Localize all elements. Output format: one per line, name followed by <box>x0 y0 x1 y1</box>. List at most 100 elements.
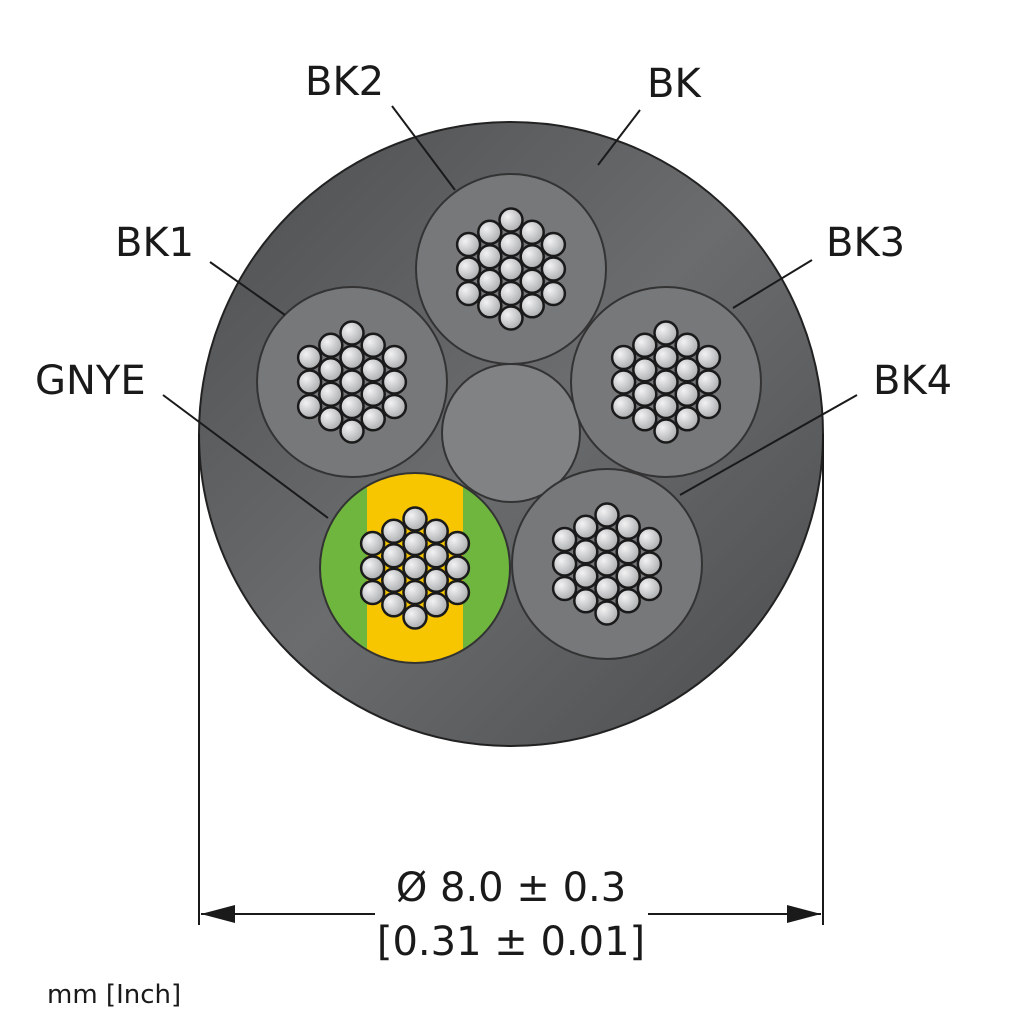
strand <box>610 344 637 371</box>
strand <box>318 406 344 432</box>
strand <box>573 563 599 590</box>
strand <box>498 256 524 282</box>
strand-bundle-bk1 <box>296 320 408 444</box>
strand <box>339 320 365 346</box>
label-bk2: BK2 <box>305 59 384 105</box>
strand <box>540 256 567 282</box>
strand-bundle-bk3 <box>610 320 722 444</box>
strand <box>402 579 428 606</box>
strand-bundle-bk4 <box>551 502 663 626</box>
leader-bk1 <box>209 261 286 316</box>
leader-bk4 <box>679 394 858 496</box>
strand <box>674 332 700 359</box>
strand <box>359 530 386 557</box>
strand <box>615 514 641 541</box>
leader-bk <box>597 109 641 166</box>
strand <box>455 231 482 258</box>
strand <box>610 369 637 395</box>
strand <box>594 600 620 626</box>
strand <box>318 332 344 359</box>
strand <box>519 244 545 270</box>
strand <box>519 293 545 319</box>
strand <box>594 502 620 528</box>
conductor-strands <box>296 207 722 630</box>
strand <box>636 526 663 553</box>
strand <box>632 406 658 432</box>
strand <box>653 418 679 444</box>
strand <box>360 381 386 408</box>
strand <box>594 526 620 553</box>
leader-bk2 <box>391 105 456 191</box>
strand-bundle-bk2 <box>455 207 567 331</box>
strand <box>477 244 503 270</box>
strand <box>477 268 503 295</box>
strand <box>498 280 524 307</box>
strand <box>632 332 658 359</box>
strand <box>695 344 722 371</box>
strand <box>519 268 545 295</box>
strand <box>318 357 344 383</box>
strand <box>573 539 599 565</box>
strand <box>615 539 641 565</box>
strand <box>594 551 620 577</box>
label-bk4: BK4 <box>873 358 952 404</box>
strand <box>695 369 722 395</box>
strand <box>615 588 641 614</box>
strand <box>636 575 663 602</box>
strand <box>359 555 386 581</box>
strand <box>674 381 700 408</box>
strand <box>360 332 386 359</box>
strand <box>573 588 599 614</box>
strand <box>551 575 578 602</box>
strand <box>423 543 449 569</box>
strand <box>423 592 449 618</box>
dimension-diameter-mm: Ø 8.0 ± 0.3 <box>396 865 626 911</box>
strand <box>381 592 407 618</box>
strand <box>423 518 449 545</box>
strand <box>381 369 408 395</box>
strand <box>455 256 482 282</box>
strand <box>695 393 722 420</box>
label-bk3: BK3 <box>826 220 905 266</box>
strand <box>551 526 578 553</box>
strand <box>573 514 599 541</box>
strand <box>653 344 679 371</box>
strand <box>296 393 323 420</box>
strand <box>381 393 408 420</box>
label-bk1: BK1 <box>115 220 194 266</box>
strand <box>444 555 471 581</box>
strand <box>615 563 641 590</box>
strand <box>339 344 365 371</box>
strand <box>359 579 386 606</box>
strand <box>381 518 407 545</box>
strand <box>402 604 428 630</box>
strand <box>360 406 386 432</box>
strand <box>381 344 408 371</box>
strand <box>423 567 449 594</box>
strand <box>402 506 428 532</box>
strand <box>296 344 323 371</box>
strand <box>318 381 344 408</box>
strand <box>498 305 524 331</box>
strand <box>674 406 700 432</box>
strand <box>339 393 365 420</box>
strand <box>339 418 365 444</box>
strand <box>632 357 658 383</box>
units-note: mm [Inch] <box>47 980 181 1010</box>
dimension-arrow-right <box>787 905 821 923</box>
strand <box>444 579 471 606</box>
label-bk: BK <box>647 61 702 107</box>
strand <box>653 393 679 420</box>
strand <box>519 219 545 246</box>
strand <box>653 369 679 395</box>
strand <box>381 543 407 569</box>
dimension-arrow-left <box>201 905 235 923</box>
label-gnye: GNYE <box>35 358 146 404</box>
strand <box>381 567 407 594</box>
strand <box>455 280 482 307</box>
strand <box>540 280 567 307</box>
strand-bundle-gnye <box>359 506 471 630</box>
strand <box>540 231 567 258</box>
strand <box>498 207 524 233</box>
